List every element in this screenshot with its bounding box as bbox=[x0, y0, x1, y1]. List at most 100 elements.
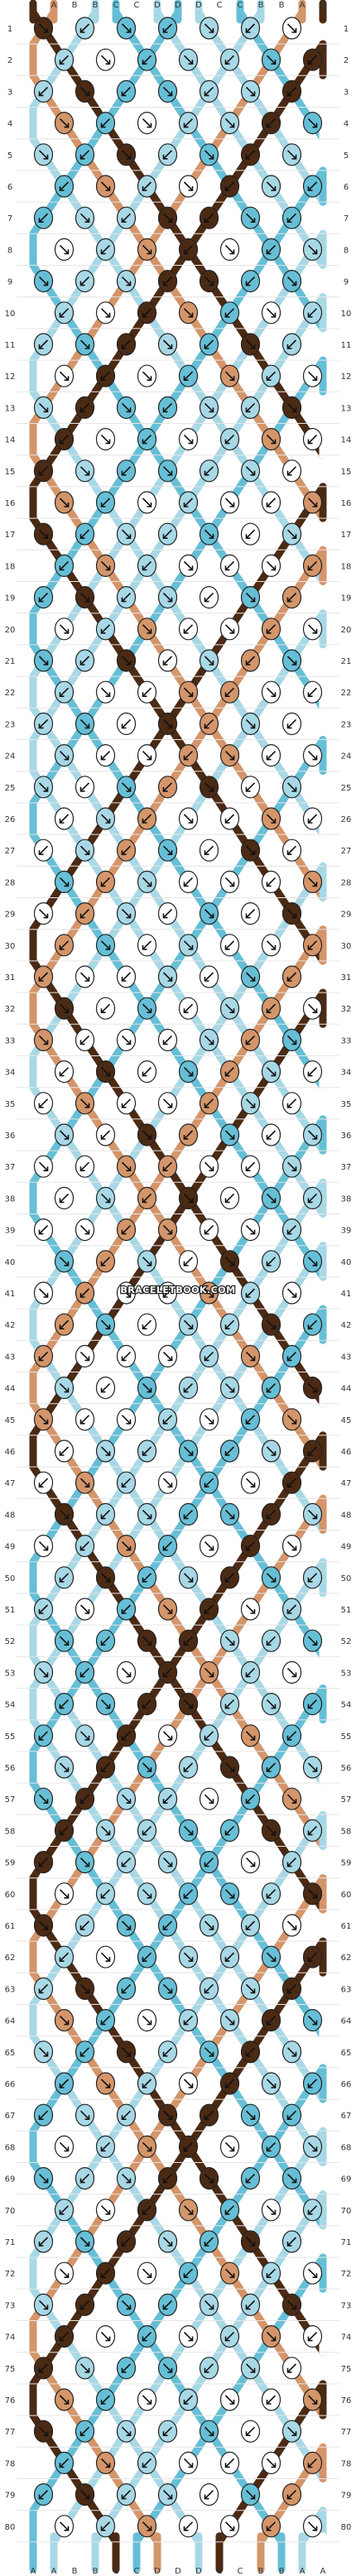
row-number-left: 44 bbox=[5, 1385, 16, 1394]
arrow-down-right-icon bbox=[286, 1161, 297, 1171]
arrow-down-right-icon bbox=[286, 2300, 297, 2310]
row-number-right: 4 bbox=[344, 120, 349, 129]
arrow-down-left-icon bbox=[38, 1351, 49, 1362]
strand-letter-bottom: D bbox=[195, 2567, 202, 2576]
row-number-left: 12 bbox=[5, 372, 16, 382]
arrow-down-left-icon bbox=[286, 2237, 297, 2247]
arrow-down-right-icon bbox=[38, 23, 49, 33]
arrow-down-left-icon bbox=[307, 1825, 318, 1836]
arrow-down-left-icon bbox=[100, 1383, 111, 1393]
arrow-down-left-icon bbox=[266, 1889, 277, 1899]
arrow-down-left-icon bbox=[142, 940, 152, 950]
arrow-down-right-icon bbox=[245, 972, 256, 982]
arrow-down-right-icon bbox=[286, 1288, 297, 1298]
row-number-left: 67 bbox=[5, 2112, 16, 2121]
arrow-down-left-icon bbox=[162, 1035, 173, 1045]
arrow-down-right-icon bbox=[100, 2458, 111, 2468]
arrow-down-left-icon bbox=[286, 1983, 297, 1994]
strand-letter-bottom: C bbox=[217, 2567, 223, 2576]
row-number-left: 30 bbox=[5, 942, 16, 951]
strand-letter-bottom: C bbox=[134, 2567, 140, 2576]
arrow-down-left-icon bbox=[162, 2426, 173, 2436]
row-number-right: 32 bbox=[341, 1005, 352, 1014]
arrow-down-left-icon bbox=[100, 1636, 111, 1646]
arrow-down-left-icon bbox=[162, 782, 173, 792]
arrow-down-left-icon bbox=[204, 1983, 214, 1994]
arrow-down-right-icon bbox=[224, 497, 235, 507]
arrow-down-left-icon bbox=[142, 687, 152, 697]
arrow-down-left-icon bbox=[286, 1604, 297, 1614]
arrow-down-left-icon bbox=[307, 814, 318, 824]
row-number-left: 27 bbox=[5, 847, 16, 856]
row-number-left: 47 bbox=[5, 1479, 16, 1488]
arrow-down-right-icon bbox=[204, 1920, 214, 1930]
arrow-down-left-icon bbox=[100, 624, 111, 634]
arrow-down-left-icon bbox=[79, 529, 90, 539]
arrow-down-right-icon bbox=[79, 2363, 90, 2373]
arrow-down-right-icon bbox=[38, 1541, 49, 1551]
row-number-right: 52 bbox=[341, 1637, 352, 1646]
arrow-down-left-icon bbox=[100, 1762, 111, 1772]
arrow-down-right-icon bbox=[162, 1858, 173, 1867]
row-number-left: 11 bbox=[5, 341, 16, 350]
row-number-left: 66 bbox=[5, 2080, 16, 2089]
arrow-down-right-icon bbox=[266, 435, 277, 445]
arrow-down-right-icon bbox=[162, 213, 173, 223]
row-number-right: 21 bbox=[341, 657, 352, 666]
arrow-down-left-icon bbox=[183, 118, 194, 128]
arrow-down-left-icon bbox=[100, 118, 111, 128]
arrow-down-left-icon bbox=[245, 276, 256, 286]
row-number-right: 34 bbox=[341, 1069, 352, 1078]
arrow-down-left-icon bbox=[59, 2458, 70, 2468]
arrow-down-right-icon bbox=[266, 1573, 277, 1583]
arrow-down-left-icon bbox=[266, 624, 277, 634]
arrow-down-left-icon bbox=[224, 1193, 235, 1204]
arrow-down-right-icon bbox=[38, 1035, 49, 1045]
row-number-right: 19 bbox=[341, 594, 352, 603]
arrow-down-left-icon bbox=[266, 1130, 277, 1140]
arrow-down-right-icon bbox=[142, 1509, 152, 1520]
arrow-down-left-icon bbox=[307, 181, 318, 191]
arrow-down-right-icon bbox=[307, 1636, 318, 1646]
row-number-right: 72 bbox=[341, 2270, 352, 2279]
arrow-down-left-icon bbox=[286, 1858, 297, 1867]
arrow-down-right-icon bbox=[121, 1035, 132, 1045]
arrow-down-left-icon bbox=[224, 1952, 235, 1962]
row-number-right: 13 bbox=[341, 404, 352, 413]
arrow-down-left-icon bbox=[307, 435, 318, 445]
arrow-down-right-icon bbox=[266, 1952, 277, 1962]
arrow-down-left-icon bbox=[204, 2490, 214, 2500]
row-number-left: 65 bbox=[5, 2049, 16, 2058]
arrow-down-right-icon bbox=[245, 1858, 256, 1867]
arrow-down-left-icon bbox=[59, 1699, 70, 1709]
arrow-down-right-icon bbox=[79, 2490, 90, 2500]
arrow-down-left-icon bbox=[183, 1257, 194, 1266]
arrow-down-right-icon bbox=[224, 1509, 235, 1520]
arrow-down-right-icon bbox=[245, 2490, 256, 2500]
arrow-down-right-icon bbox=[142, 2016, 152, 2026]
arrow-down-left-icon bbox=[59, 435, 70, 445]
arrow-down-left-icon bbox=[266, 1762, 277, 1772]
arrow-down-left-icon bbox=[59, 2079, 70, 2088]
arrow-down-left-icon bbox=[162, 150, 173, 160]
arrow-down-right-icon bbox=[286, 1415, 297, 1425]
arrow-down-left-icon bbox=[204, 339, 214, 349]
row-number-right: 20 bbox=[341, 626, 352, 635]
arrow-down-left-icon bbox=[307, 1193, 318, 1204]
arrow-down-left-icon bbox=[286, 1225, 297, 1235]
arrow-down-right-icon bbox=[121, 2174, 132, 2184]
arrow-down-left-icon bbox=[59, 1573, 70, 1583]
row-number-left: 22 bbox=[5, 689, 16, 698]
row-number-right: 74 bbox=[341, 2333, 352, 2343]
arrow-down-right-icon bbox=[286, 1794, 297, 1804]
row-number-left: 61 bbox=[5, 1922, 16, 1931]
arrow-down-left-icon bbox=[59, 560, 70, 571]
strand-letter-bottom: C bbox=[238, 2567, 243, 2576]
arrow-down-left-icon bbox=[204, 86, 214, 97]
arrow-down-left-icon bbox=[266, 1003, 277, 1013]
row-number-left: 52 bbox=[5, 1637, 16, 1646]
arrow-down-left-icon bbox=[162, 656, 173, 666]
arrow-down-left-icon bbox=[183, 497, 194, 507]
row-number-right: 76 bbox=[341, 2396, 352, 2405]
arrow-down-right-icon bbox=[38, 2300, 49, 2310]
